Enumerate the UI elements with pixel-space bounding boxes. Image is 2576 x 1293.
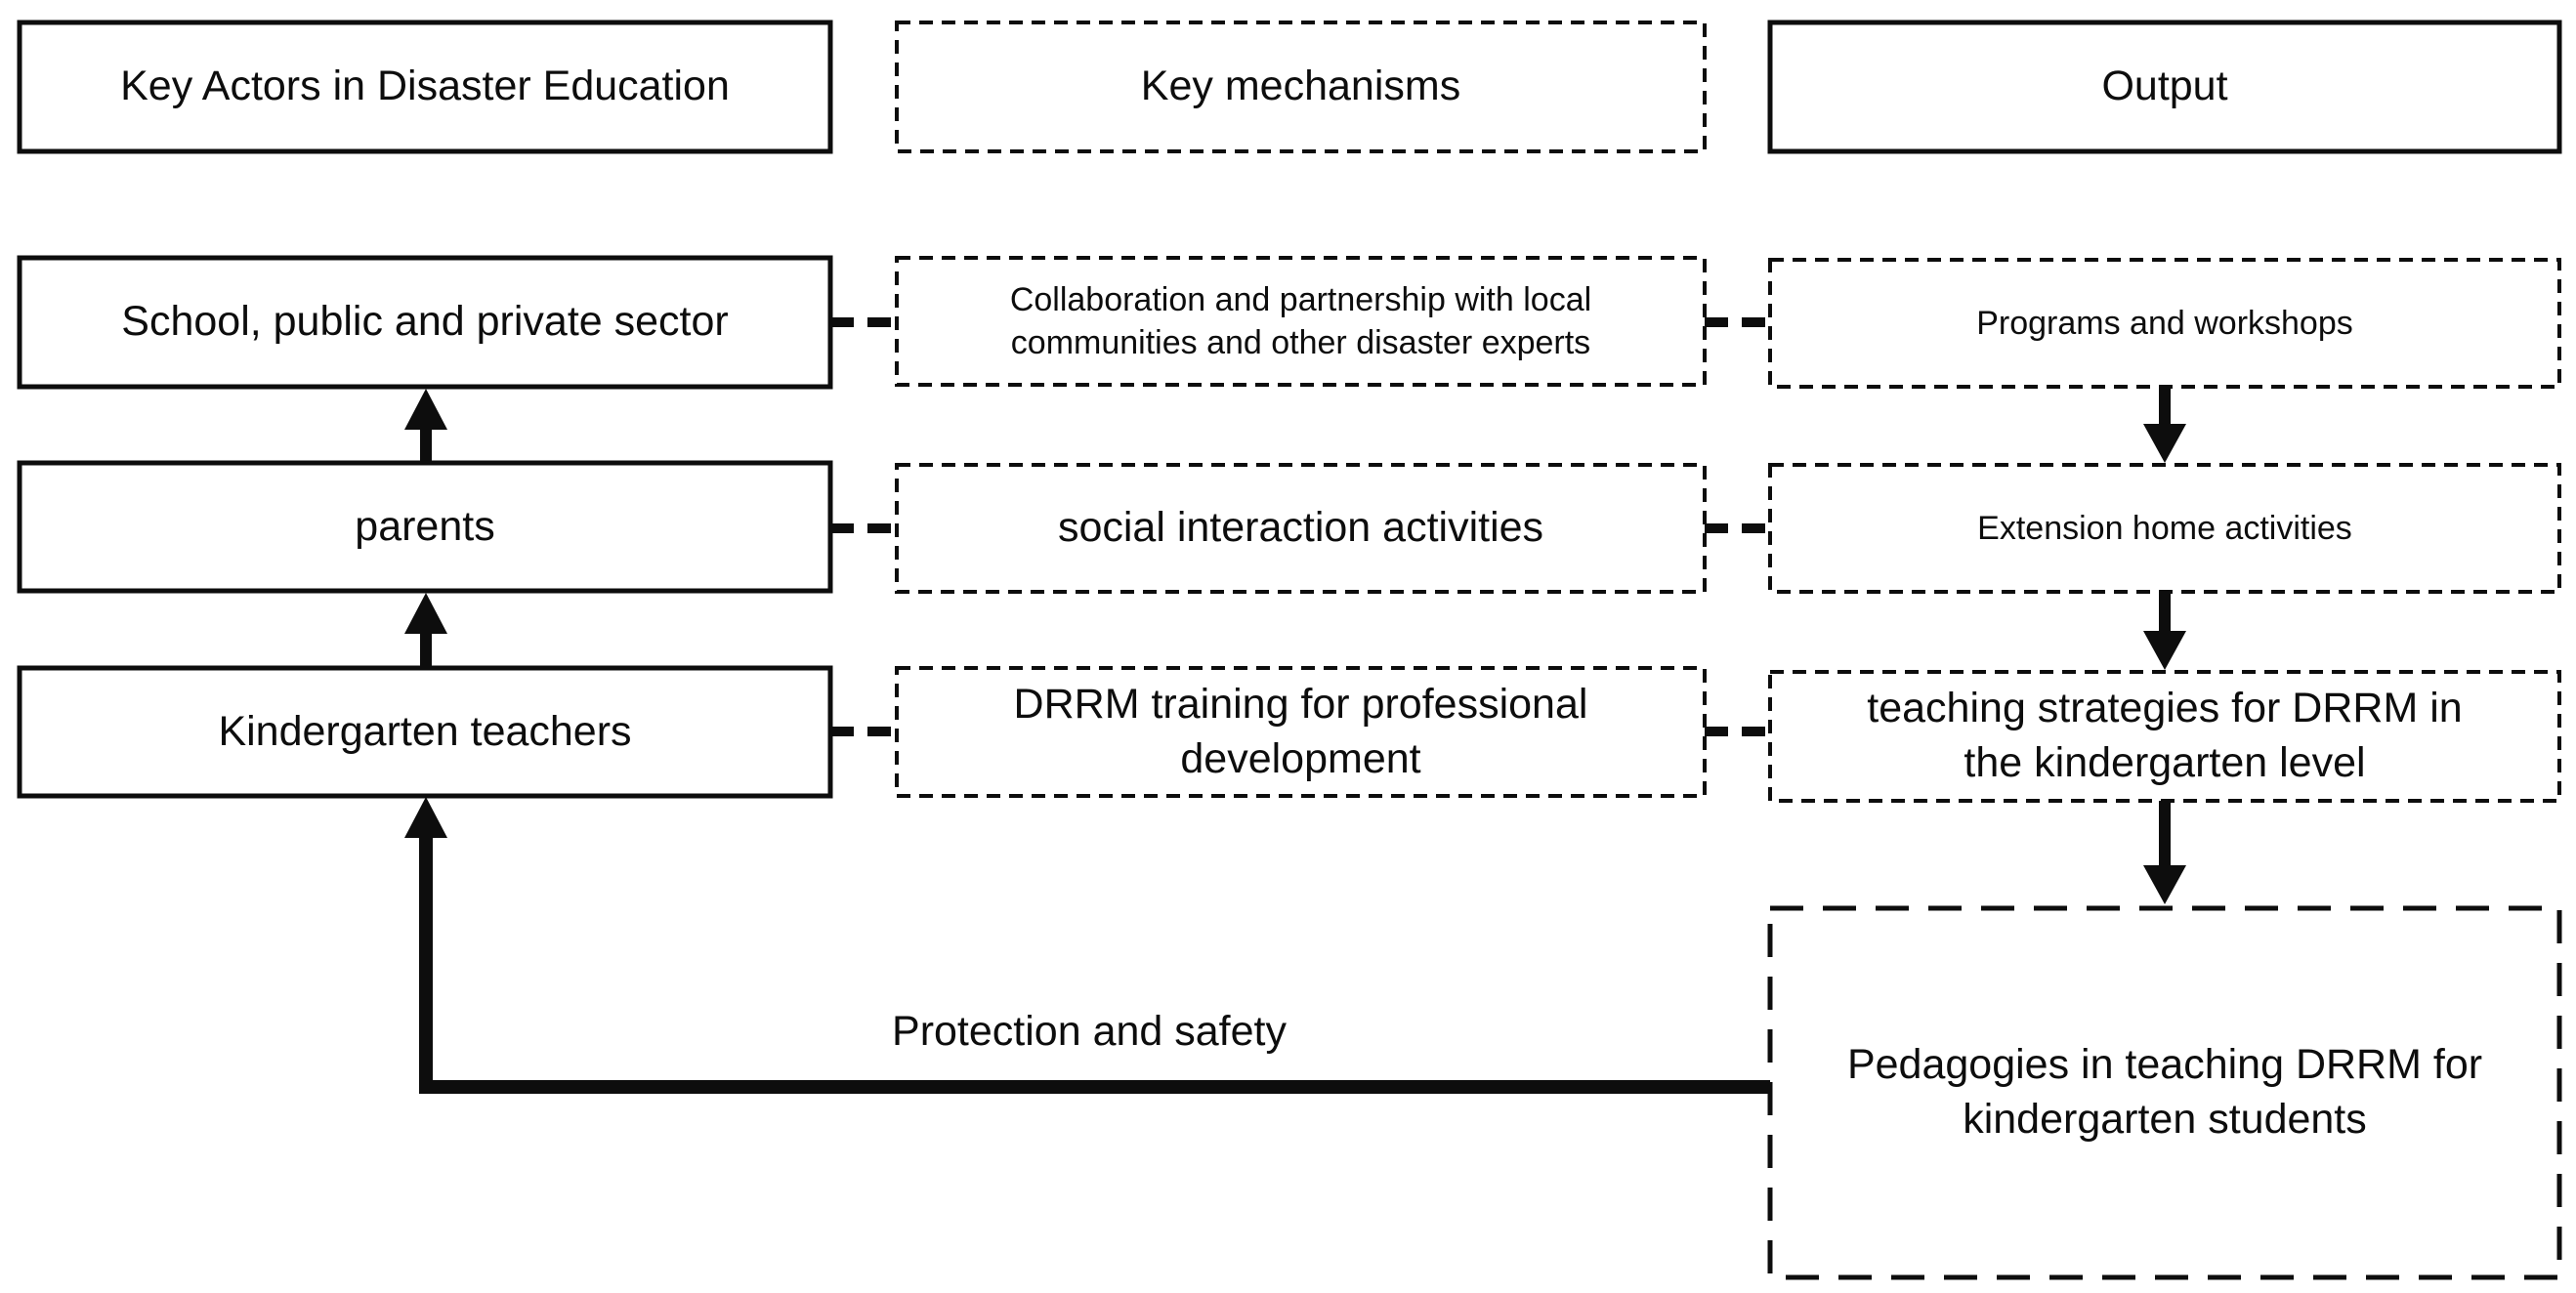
box-extension: Extension home activities <box>1977 509 2352 547</box>
box-collaboration: Collaboration and partnership with local… <box>1009 280 1592 361</box>
feedback-arrow-label: Protection and safety <box>892 1008 1287 1055</box>
box-drrm-training: DRRM training for professional developme… <box>1013 680 1588 782</box>
box-teaching-strategies: teaching strategies for DRRM in the kind… <box>1867 685 2463 786</box>
feedback-arrow-line <box>419 834 1770 1094</box>
box-programs: Programs and workshops <box>1976 304 2353 342</box>
arrow-programs-to-extension-head <box>2143 424 2186 463</box>
header-mechanisms: Key mechanisms <box>1140 63 1461 110</box>
arrow-extension-to-teaching-head <box>2143 631 2186 670</box>
header-actors-outline <box>17 20 833 154</box>
arrow-teaching-to-pedagogies-head <box>2143 865 2186 904</box>
arrow-kindergarten-to-parents-head <box>404 593 447 634</box>
box-collaboration-outline <box>895 256 1707 387</box>
feedback-arrow-head <box>404 797 447 838</box>
header-actors: Key Actors in Disaster Education <box>120 63 730 110</box>
header-mechanisms-outline <box>895 21 1707 153</box>
header-output-outline <box>1767 20 2562 154</box>
box-pedagogies: Pedagogies in teaching DRRM for kinderga… <box>1846 1041 2483 1143</box>
box-kindergarten: Kindergarten teachers <box>218 707 632 755</box>
box-parents: parents <box>355 502 495 550</box>
box-social-outline <box>895 463 1707 594</box>
box-drrm-training-outline <box>895 666 1707 798</box>
box-social: social interaction activities <box>1057 504 1544 552</box>
arrow-parents-to-school-head <box>404 389 447 430</box>
box-school: School, public and private sector <box>121 298 729 346</box>
header-output: Output <box>2101 63 2228 110</box>
